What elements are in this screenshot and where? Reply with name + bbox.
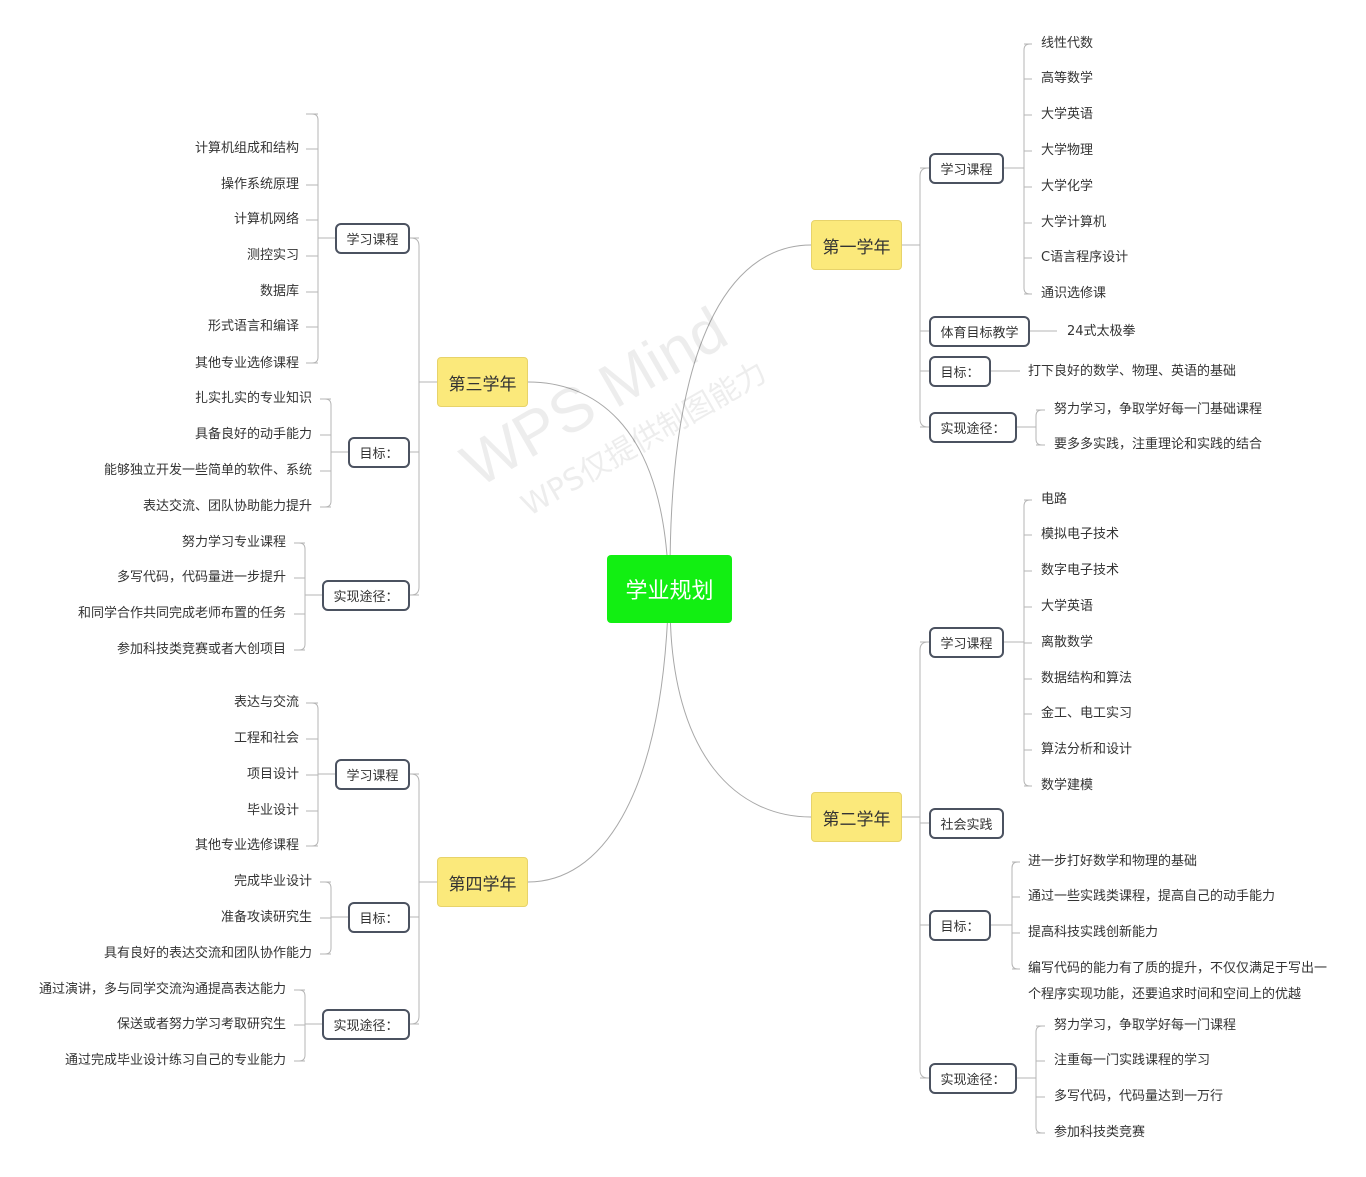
leaf-item: 模拟电子技术 [1041,527,1120,542]
group-node-y4-courses[interactable]: 学习课程 [335,759,410,790]
root-link-year-4 [527,609,669,883]
leaf-item: 数学建模 [1041,778,1094,793]
leaf-item: 努力学习，争取学好每一门基础课程 [1054,402,1263,417]
leaf-item: 计算机网络 [233,212,299,227]
group-node-y2-path[interactable]: 实现途径： [929,1063,1017,1094]
leaf-item: 进一步打好数学和物理的基础 [1028,854,1198,869]
leaf-item: 通过一些实践类课程，提高自己的动手能力 [1028,889,1276,904]
leaf-item: 打下良好的数学、物理、英语的基础 [1028,364,1237,379]
group-node-y1-path[interactable]: 实现途径： [929,412,1017,443]
leaf-item: 操作系统原理 [220,177,299,192]
leaf-item: 电路 [1041,492,1068,507]
group-node-y1-pe[interactable]: 体育目标教学 [929,316,1030,347]
leaf-item: 数字电子技术 [1041,563,1120,578]
root-node[interactable]: 学业规划 [607,555,732,623]
year-node-1[interactable]: 第一学年 [811,220,902,270]
leaf-item: 具有良好的表达交流和团队协作能力 [103,946,312,961]
connector-73 [298,542,306,651]
connector-23 [919,641,929,1079]
leaf-item: 数据库 [259,284,299,299]
group-node-y3-goal[interactable]: 目标： [348,437,410,468]
leaf-item: 测控实习 [246,248,299,263]
leaf-item: 注重每一门实践课程的学习 [1054,1053,1211,1068]
leaf-item: 要多多实践，注重理论和实践的结合 [1054,437,1263,452]
leaf-item: 通过完成毕业设计练习自己的专业能力 [64,1053,286,1068]
leaf-item: 扎实扎实的专业知识 [194,391,312,406]
leaf-item: 编写代码的能力有了质的提升，不仅仅满足于写出一个程序实现功能，还要追求时间和空间… [1028,961,1328,1002]
leaf-item: 形式语言和编译 [207,319,299,334]
group-node-y3-path[interactable]: 实现途径： [322,580,410,611]
group-node-y3-courses[interactable]: 学习课程 [335,223,410,254]
leaf-item: C语言程序设计 [1041,250,1129,265]
connector-1 [919,167,929,428]
leaf-item: 大学英语 [1041,107,1094,122]
connector-40 [1011,861,1019,970]
leaf-item: 其他专业选修课程 [194,356,299,371]
year-node-3[interactable]: 第三学年 [437,357,528,407]
leaf-item: 努力学习专业课程 [181,535,286,550]
leaf-item: 参加科技类竞赛 [1054,1125,1146,1140]
leaf-item: 线性代数 [1041,36,1094,51]
group-node-y4-goal[interactable]: 目标： [348,902,410,933]
year-node-2[interactable]: 第二学年 [811,792,902,842]
leaf-item: 保送或者努力学习考取研究生 [116,1017,286,1032]
leaf-item: 完成毕业设计 [233,874,312,889]
leaf-item: 能够独立开发一些简单的软件、系统 [103,463,312,478]
connector-67 [324,398,332,508]
leaf-item: 其他专业选修课程 [194,838,299,853]
leaf-item: 大学物理 [1041,143,1094,158]
leaf-item: 表达与交流 [233,695,299,710]
leaf-item: 大学计算机 [1041,215,1107,230]
group-node-y2-courses[interactable]: 学习课程 [929,627,1004,658]
leaf-item: 计算机组成和结构 [194,141,299,156]
leaf-item: 数据结构和算法 [1041,671,1133,686]
leaf-item: 24式太极拳 [1067,324,1136,339]
leaf-item: 努力学习，争取学好每一门课程 [1054,1018,1237,1033]
year-node-4[interactable]: 第四学年 [437,857,528,907]
group-node-y2-goal[interactable]: 目标： [929,910,991,941]
leaf-item: 表达交流、团队协助能力提升 [142,499,312,514]
leaf-item: 多写代码，代码量进一步提升 [116,570,286,585]
leaf-item: 算法分析和设计 [1041,742,1133,757]
group-node-y4-path[interactable]: 实现途径： [322,1009,410,1040]
leaf-item: 金工、电工实习 [1041,706,1133,721]
leaf-item: 提高科技实践创新能力 [1028,925,1159,940]
root-link-year-3 [527,381,669,571]
leaf-item: 离散数学 [1041,635,1094,650]
leaf-item: 项目设计 [246,767,299,782]
connector-46 [1035,1025,1043,1134]
leaf-item: 毕业设计 [246,803,299,818]
group-node-y1-goal[interactable]: 目标： [929,356,991,387]
leaf-item: 和同学合作共同完成老师布置的任务 [77,606,286,621]
leaf-item: 通过演讲，多与同学交流沟通提高表达能力 [38,982,286,997]
connector-79 [410,773,420,1025]
root-link-year-2 [669,602,812,818]
root-link-year-1 [669,244,812,576]
leaf-item: 参加科技类竞赛或者大创项目 [116,642,286,657]
leaf-item: 高等数学 [1041,71,1094,86]
connector-52 [410,237,420,596]
connector-57 [311,113,319,364]
leaf-item: 具备良好的动手能力 [194,427,312,442]
group-node-y2-practice[interactable]: 社会实践 [929,808,1004,839]
leaf-item: 多写代码，代码量达到一万行 [1054,1089,1224,1104]
leaf-item: 大学英语 [1041,599,1094,614]
leaf-item: 工程和社会 [233,731,299,746]
leaf-item: 准备攻读研究生 [220,910,312,925]
group-node-y1-courses[interactable]: 学习课程 [929,153,1004,184]
leaf-item: 大学化学 [1041,179,1094,194]
connector-7 [1023,43,1031,295]
connector-19 [1035,409,1043,446]
leaf-item: 通识选修课 [1041,286,1107,301]
